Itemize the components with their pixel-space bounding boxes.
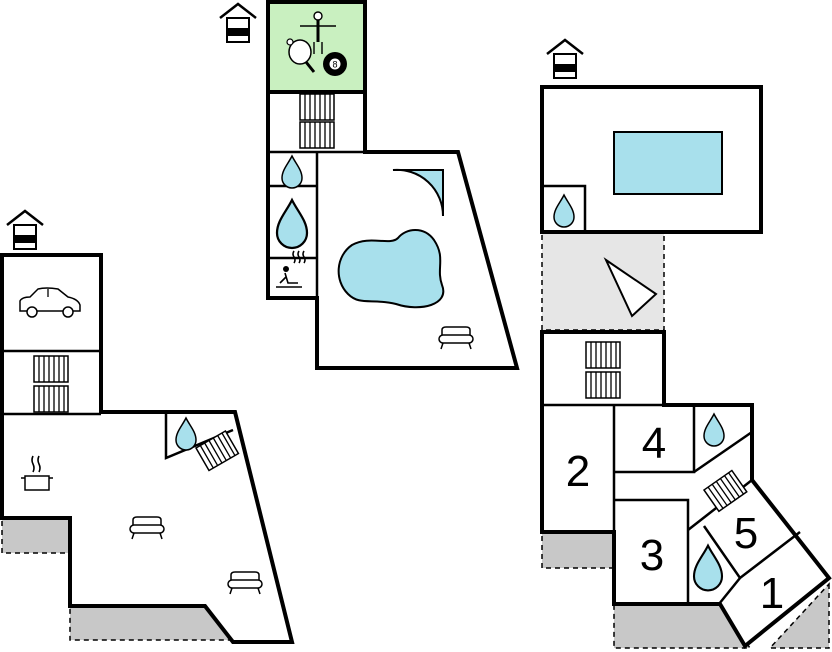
house-floor-icon (218, 2, 258, 44)
house-floor-icon (5, 209, 45, 251)
room-1-wall (718, 577, 741, 605)
billiard-ball-number: 8 (332, 60, 337, 70)
right-building: 2 4 3 5 1 (540, 38, 832, 650)
stairs-icon (33, 385, 69, 413)
bedroom-2-label: 2 (566, 447, 590, 496)
right-terrace-2 (613, 603, 752, 649)
middle-building: 8 (218, 0, 520, 370)
left-terrace-1 (1, 517, 71, 554)
bath-wall (693, 430, 753, 474)
room-3-wall (614, 498, 690, 604)
bedroom-3-label: 3 (640, 531, 664, 580)
table-football-icon (300, 11, 336, 54)
bedroom-1-label: 1 (760, 569, 784, 618)
stairs-icon (33, 355, 69, 383)
left-building (0, 209, 295, 644)
billiard-ball-icon: 8 (323, 52, 347, 76)
pool-house-bathroom-wall (542, 184, 587, 232)
bedroom-4-label: 4 (642, 419, 666, 468)
pool-icon (613, 131, 723, 195)
car-icon (19, 287, 81, 318)
stairs-icon (299, 121, 335, 149)
right-terrace-1 (541, 531, 615, 569)
right-open-area (541, 231, 665, 331)
whirlpool-icon (603, 257, 658, 318)
bedroom-5-label: 5 (734, 509, 758, 558)
whirlpool-icon (392, 168, 445, 217)
table-tennis-icon (286, 38, 316, 73)
house-floor-icon (545, 38, 585, 80)
right-terrace-3 (768, 582, 830, 649)
sauna-icon (276, 250, 306, 288)
stairs-icon (299, 93, 335, 121)
pool-icon (337, 229, 445, 309)
stairs-icon (585, 341, 621, 369)
stairs-icon (585, 371, 621, 399)
cooking-pot-icon (21, 455, 53, 491)
